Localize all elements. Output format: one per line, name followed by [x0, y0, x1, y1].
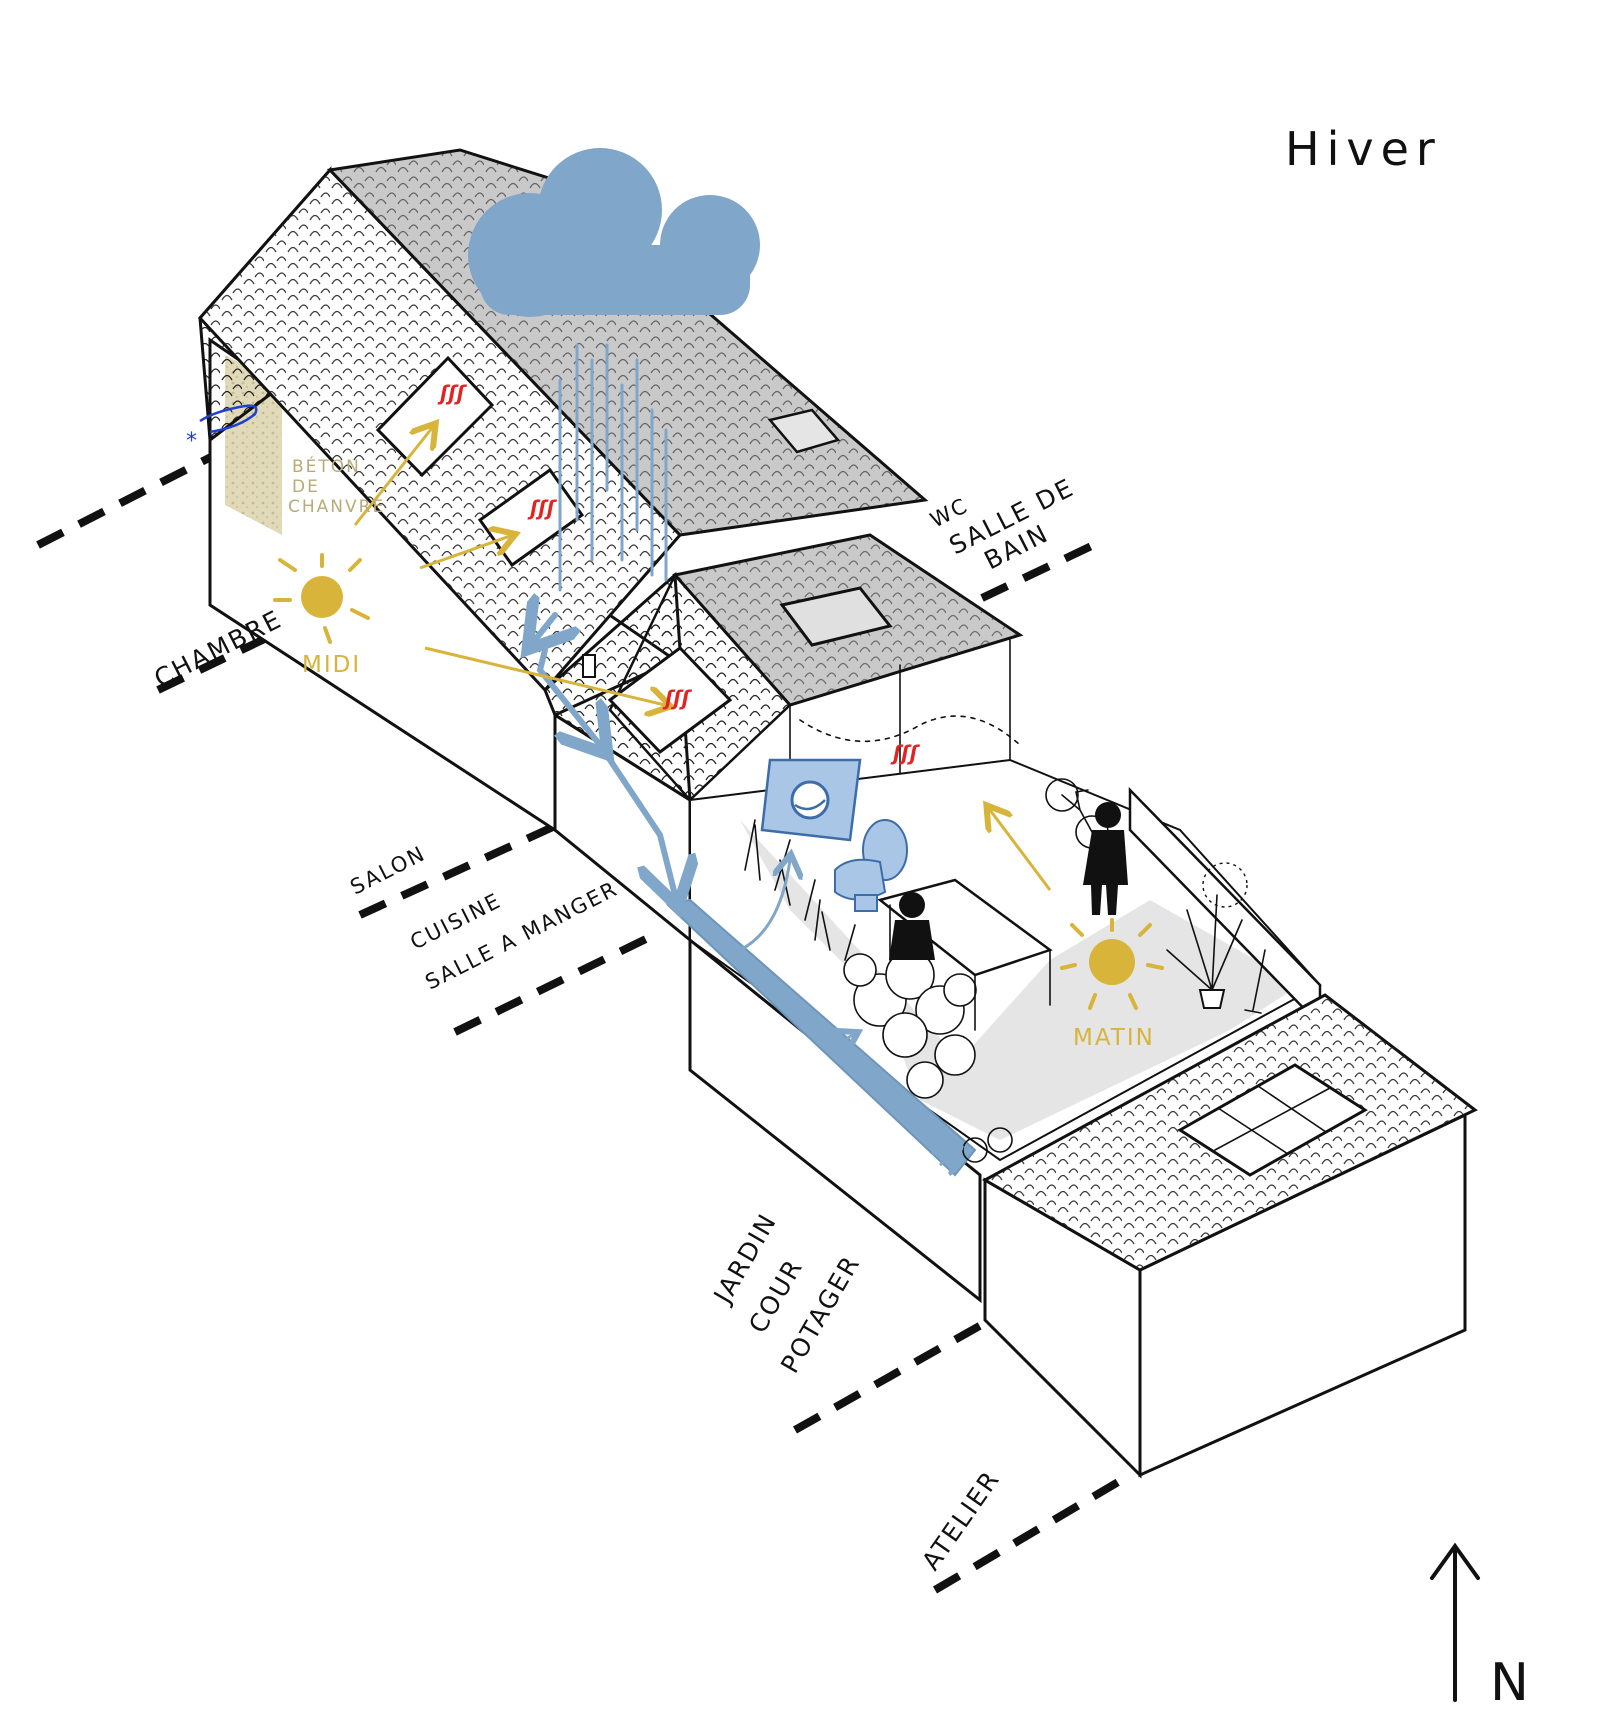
heat-symbol: ʃʃʃ [527, 496, 558, 520]
atelier [981, 993, 1478, 1479]
garden [665, 758, 1322, 1304]
sun-icon [1060, 918, 1164, 1010]
cloud-icon [468, 148, 760, 317]
heat-symbol: ʃʃʃ [890, 741, 921, 765]
heat-symbol: ʃʃʃ [662, 686, 693, 710]
person-icon [889, 892, 935, 960]
heat-symbol: ʃʃʃ [437, 381, 468, 405]
section-line-atelier [932, 1474, 1128, 1594]
svg-text:*: * [186, 429, 197, 454]
section-line-chambre [156, 594, 352, 694]
plant-icon [1166, 862, 1248, 1009]
diagram-title: Hiver [1285, 122, 1442, 176]
label-midi: MIDI [302, 652, 361, 678]
kitchen-annex [543, 533, 1024, 944]
section-line-chambre-west [36, 451, 217, 549]
svg-text:BÉTON: BÉTON [292, 455, 361, 477]
washing-machine-icon [760, 758, 862, 842]
skylight-kitchen [779, 586, 893, 647]
skylight-north [767, 408, 841, 454]
shrubs [843, 950, 977, 1099]
hemp-concrete-label: BÉTON DE CHANVRE [288, 455, 385, 517]
label-matin: MATIN [1073, 1025, 1155, 1051]
svg-text:DE: DE [292, 477, 320, 497]
label-chambre: CHAMBRE [150, 604, 287, 693]
north-label: N [1490, 1653, 1529, 1712]
section-lines [36, 451, 1128, 1594]
rain-flow-thin [739, 860, 955, 1165]
section-line-jardin [793, 1316, 992, 1434]
toilet-icon [834, 819, 908, 912]
broom [1244, 949, 1266, 1014]
person-icon [1083, 802, 1128, 915]
section-line-salon [358, 822, 557, 919]
bicycle-icon [1045, 778, 1109, 849]
north-arrow-icon: N [1430, 1542, 1529, 1712]
wind-swirl-icon: * [186, 404, 258, 454]
section-line-wc [980, 538, 1102, 602]
sun-rays [353, 428, 1052, 891]
atelier-skylight [1177, 1063, 1368, 1177]
garden-shadow [740, 820, 1300, 1140]
svg-text:CHANVRE: CHANVRE [288, 497, 385, 517]
rain-streaks [558, 343, 668, 592]
sun-icon [273, 553, 370, 644]
rain-flow [535, 615, 675, 895]
chimney [582, 654, 596, 678]
section-line-cuisine [453, 934, 650, 1036]
